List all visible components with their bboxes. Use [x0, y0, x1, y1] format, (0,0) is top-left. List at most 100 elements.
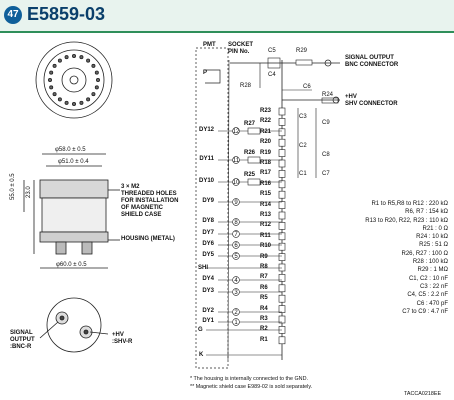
- section-number-badge: 47: [4, 6, 22, 24]
- r29-label: R29: [296, 48, 308, 54]
- resistor-label-r3: R3: [260, 316, 268, 322]
- signal-output-label-1: SIGNAL: [10, 330, 33, 336]
- resistor-label-r15: R15: [260, 191, 272, 198]
- drawing-code: TACCA0218EE: [404, 391, 442, 397]
- socket-pin-number: 3: [234, 290, 238, 296]
- series-resistor-label: R26: [244, 150, 256, 156]
- socket-pin: [52, 63, 57, 68]
- diameter-mid-dim: φ51.0 ± 0.4: [58, 159, 89, 165]
- socket-pin: [94, 85, 99, 90]
- socket-pin: [52, 92, 57, 97]
- socket-pin-marker: [232, 241, 240, 249]
- component-value-row: R1 to R5,R8 to R12 : 220 kΩ: [371, 201, 448, 207]
- resistor-r15: [278, 190, 286, 199]
- c4-label: C4: [268, 72, 276, 78]
- resistor-label-r9: R9: [260, 253, 268, 260]
- component-value-row: R25 : 51 Ω: [419, 242, 448, 249]
- holes-note-2: THREADED HOLES: [121, 191, 177, 197]
- dynode-label-1: DY1: [202, 318, 214, 324]
- socket-pin: [96, 78, 101, 83]
- c2-label: C2: [299, 143, 307, 149]
- series-resistor-label: R25: [244, 172, 256, 178]
- socket-pin-number: 11: [233, 158, 240, 164]
- resistor-label-r21: R21: [260, 128, 272, 135]
- series-resistor: [247, 127, 261, 135]
- resistor-label-r1: R1: [260, 336, 268, 343]
- socket-pin: [91, 92, 96, 97]
- resistor-r21: [278, 128, 286, 137]
- resistor-r23: [278, 107, 286, 116]
- socket-pin-marker: [232, 318, 240, 326]
- socket-pin-number: 2: [234, 310, 238, 316]
- r28-label: R28: [240, 83, 252, 89]
- component-value-row: R24 : 10 kΩ: [416, 234, 448, 241]
- socket-pin-marker: [232, 156, 240, 164]
- hv-connector-label-2: SHV CONNECTOR: [345, 101, 398, 107]
- series-resistor: [247, 156, 261, 164]
- component-value-row: R21 : 0 Ω: [422, 225, 449, 232]
- socket-pin: [49, 70, 54, 75]
- resistor-label-r22: R22: [260, 118, 272, 125]
- dynode-label-11: DY11: [199, 156, 214, 162]
- resistor-r3: [278, 315, 286, 324]
- resistor-label-r23: R23: [260, 108, 272, 114]
- resistor-label-r19: R19: [260, 149, 272, 156]
- resistor-r9: [278, 253, 286, 261]
- resistor-label-r20: R20: [260, 139, 272, 146]
- socket-pin-marker: [232, 276, 240, 284]
- hv-connector-label-1: +HV: [345, 94, 357, 100]
- title-bar: 47 E5859-03: [0, 0, 454, 33]
- socket-pin-marker: [232, 308, 240, 316]
- resistor-label-r2: R2: [260, 326, 268, 333]
- signal-output-label-2: OUTPUT: [10, 337, 35, 343]
- component-values-list: R1 to R5,R8 to R12 : 220 kΩ R6, R7 : 154…: [318, 200, 448, 316]
- housing-label: HOUSING (METAL): [121, 236, 175, 242]
- holes-note-3: FOR INSTALLATION: [121, 198, 179, 204]
- holes-note-5: SHIELD CASE: [121, 212, 162, 218]
- socket-pin: [86, 97, 91, 102]
- dynode-label-5: DY5: [202, 252, 214, 258]
- component-value-row: C1, C2 : 10 nF: [408, 275, 448, 282]
- resistor-label-r6: R6: [260, 284, 268, 291]
- component-value-row: C6 : 470 pF: [416, 300, 448, 307]
- footnote-housing: * The housing is internally connected to…: [190, 376, 308, 382]
- footnotes: * The housing is internally connected to…: [190, 375, 312, 391]
- socket-pin-marker: [232, 198, 240, 206]
- signal-output-label-3: :BNC-R: [10, 344, 32, 350]
- resistor-r14: [278, 201, 286, 209]
- socket-pin-number: 1: [234, 320, 238, 326]
- resistor-r19: [278, 149, 286, 157]
- dynode-label-2: DY2: [202, 308, 214, 314]
- resistor-label-r4: R4: [260, 305, 268, 312]
- socket-pin: [72, 102, 77, 107]
- c9-label: C9: [322, 120, 330, 126]
- hv-label-1: +HV: [112, 332, 124, 338]
- cathode-label: K: [199, 352, 204, 358]
- shield-label: SHI: [198, 265, 209, 271]
- resistor-label-r10: R10: [260, 243, 272, 250]
- r24-label: R24: [322, 92, 334, 98]
- dynode-label-7: DY7: [202, 230, 214, 236]
- series-resistor-label: R27: [244, 121, 256, 127]
- resistor-r4: [278, 305, 286, 313]
- resistor-r1: [278, 336, 286, 345]
- socket-pin: [49, 85, 54, 90]
- dynode-label-8: DY8: [202, 218, 214, 224]
- resistor-label-r5: R5: [260, 295, 268, 302]
- resistor-r6: [278, 284, 286, 293]
- resistor-r13: [278, 211, 286, 220]
- dynode-label-4: DY4: [202, 276, 214, 282]
- socket-label-1: SOCKET: [228, 42, 254, 48]
- component-value-row: C4, C5 : 2.2 nF: [407, 292, 448, 299]
- component-value-row: R26, R27 : 100 Ω: [401, 250, 448, 257]
- socket-pin: [64, 100, 69, 105]
- socket-pin-marker: [232, 230, 240, 238]
- resistor-label-r18: R18: [260, 160, 272, 166]
- dynode-label-10: DY10: [198, 178, 214, 184]
- socket-pin-number: 12: [233, 129, 240, 135]
- holes-note-4: OF MAGNETIC: [121, 205, 163, 211]
- page-title: E5859-03: [27, 4, 106, 24]
- socket-pin-number: 5: [234, 254, 238, 260]
- socket-pin-number: 4: [234, 278, 238, 284]
